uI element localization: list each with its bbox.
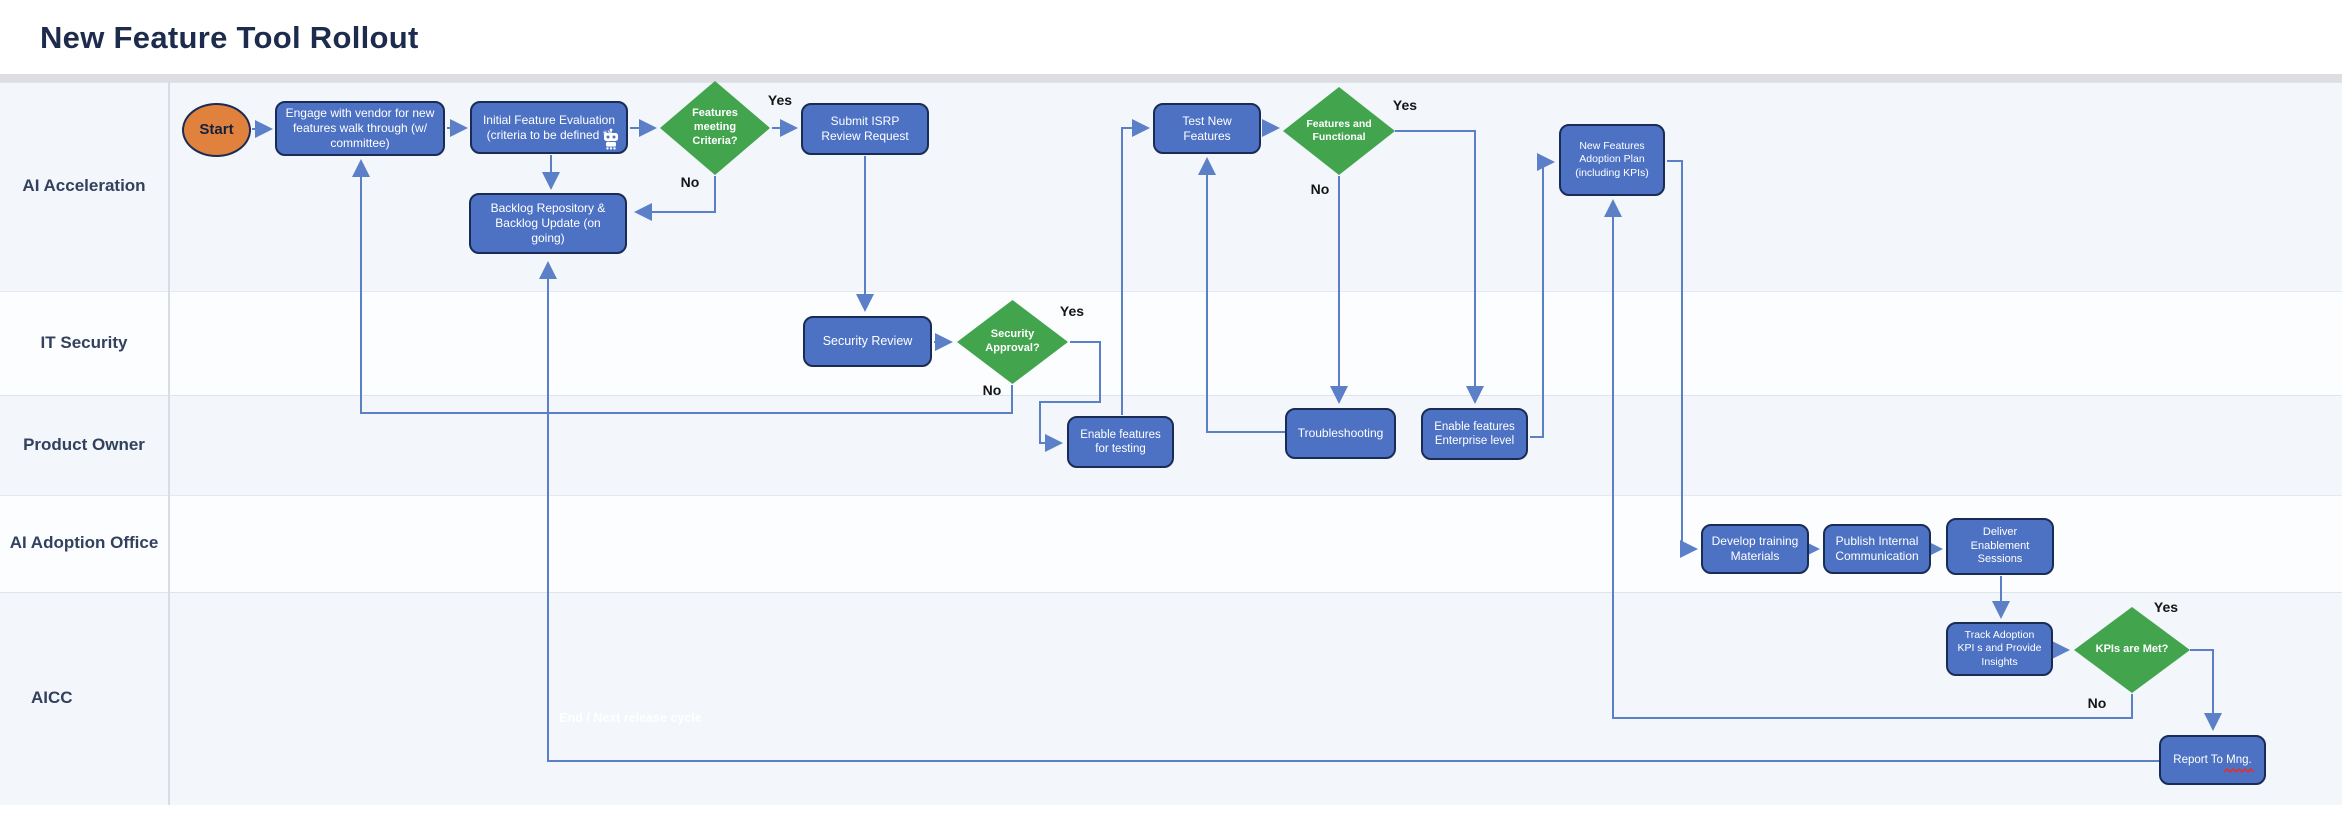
node-label: Features and Functional [1306,117,1372,143]
node-label: Deliver Enablement Sessions [1970,525,2030,566]
header-divider [0,74,2342,82]
process-troubleshooting[interactable]: Troubleshooting [1285,408,1396,459]
robot-icon [604,128,618,150]
edge-enable-testing-test [1121,119,1150,415]
node-label: Submit ISRP Review Request [821,114,909,143]
process-deliver-enablement-sessions[interactable]: Deliver Enablement Sessions [1946,518,2054,575]
process-enable-features-enterprise[interactable]: Enable features Enterprise level [1421,408,1528,460]
lane-label-ai-adoption-office: AI Adoption Office [9,533,159,552]
edge-label-kpis-yes: Yes [2153,599,2179,615]
edge-adoption-plan-training [1667,160,1698,558]
edge-enterprise-adoption-plan [1530,153,1555,438]
process-security-review[interactable]: Security Review [803,316,932,367]
process-report-to-mgt[interactable]: Report To Mng. [2159,735,2266,785]
process-enable-features-testing[interactable]: Enable features for testing [1067,416,1174,468]
edge-label-kpis-no: No [2087,695,2107,711]
node-label: Enable features for testing [1080,428,1161,455]
lane-it-security [0,291,2342,395]
node-label: New Features Adoption Plan (including KP… [1575,140,1649,179]
edge-approval-yes-enable-testing [1039,341,1101,452]
edge-kpis-yes-report [2190,649,2222,731]
process-track-adoption-kpis[interactable]: Track Adoption KPI s and Provide Insight… [1946,622,2053,676]
lane-label-separator [168,82,170,805]
process-backlog-repository[interactable]: Backlog Repository & Backlog Update (on … [469,193,627,254]
process-engage-vendor[interactable]: Engage with vendor for new features walk… [275,101,445,156]
process-test-new-features[interactable]: Test New Features [1153,103,1261,154]
lane-label-ai-acceleration: AI Acceleration [22,176,146,195]
node-label: Start [199,120,234,138]
node-label: Initial Feature Evaluation (criteria to … [482,112,616,142]
edge-criteria-no-backlog [634,176,716,221]
node-label: Engage with vendor for new features walk… [285,106,435,150]
terminator-start[interactable]: Start [182,103,251,157]
node-label: Develop training Materials [1711,534,1799,563]
node-label: KPIs are Met? [2095,643,2169,656]
edge-label-approval-yes: Yes [1059,303,1085,319]
edge-label-criteria-yes: Yes [767,92,793,108]
node-label: Test New Features [1182,113,1232,143]
node-label: Security Review [822,333,913,348]
edge-approval-no-engage [352,159,1013,414]
edge-label-functional-no: No [1310,181,1330,197]
process-develop-training-materials[interactable]: Develop training Materials [1701,524,1809,574]
edge-label-functional-yes: Yes [1392,97,1418,113]
edge-functional-yes-enterprise [1395,130,1484,404]
edge-label-approval-no: No [982,382,1002,398]
spellcheck-underline [2224,768,2254,774]
node-label: Track Adoption KPI s and Provide Insight… [1957,629,2042,668]
edge-kpis-no-adoption-plan [1604,199,2133,719]
process-publish-internal-communication[interactable]: Publish Internal Communication [1823,524,1931,574]
edge-report-backlog [539,261,2159,762]
ghost-end-next-release: End / Next release cycle [559,711,702,725]
edge-label-criteria-no: No [680,174,700,190]
lane-label-product-owner: Product Owner [23,435,145,454]
node-label: Features meeting Criteria? [692,107,738,147]
node-label: Enable features Enterprise level [1434,420,1515,447]
node-label: Troubleshooting [1297,426,1384,440]
lane-label-it-security: IT Security [40,333,128,352]
edge-troubleshooting-test [1198,157,1285,433]
node-label: Security Approval? [985,328,1040,354]
node-label: Publish Internal Communication [1835,534,1919,563]
lane-label-aicc: AICC [31,688,73,707]
process-initial-feature-evaluation[interactable]: Initial Feature Evaluation (criteria to … [470,101,628,154]
node-label: Report To Mng. [2173,753,2252,766]
process-submit-isrp-review[interactable]: Submit ISRP Review Request [801,103,929,155]
node-label: Backlog Repository & Backlog Update (on … [490,201,606,245]
process-new-features-adoption-plan[interactable]: New Features Adoption Plan (including KP… [1559,124,1665,196]
page-title: New Feature Tool Rollout [40,20,419,55]
